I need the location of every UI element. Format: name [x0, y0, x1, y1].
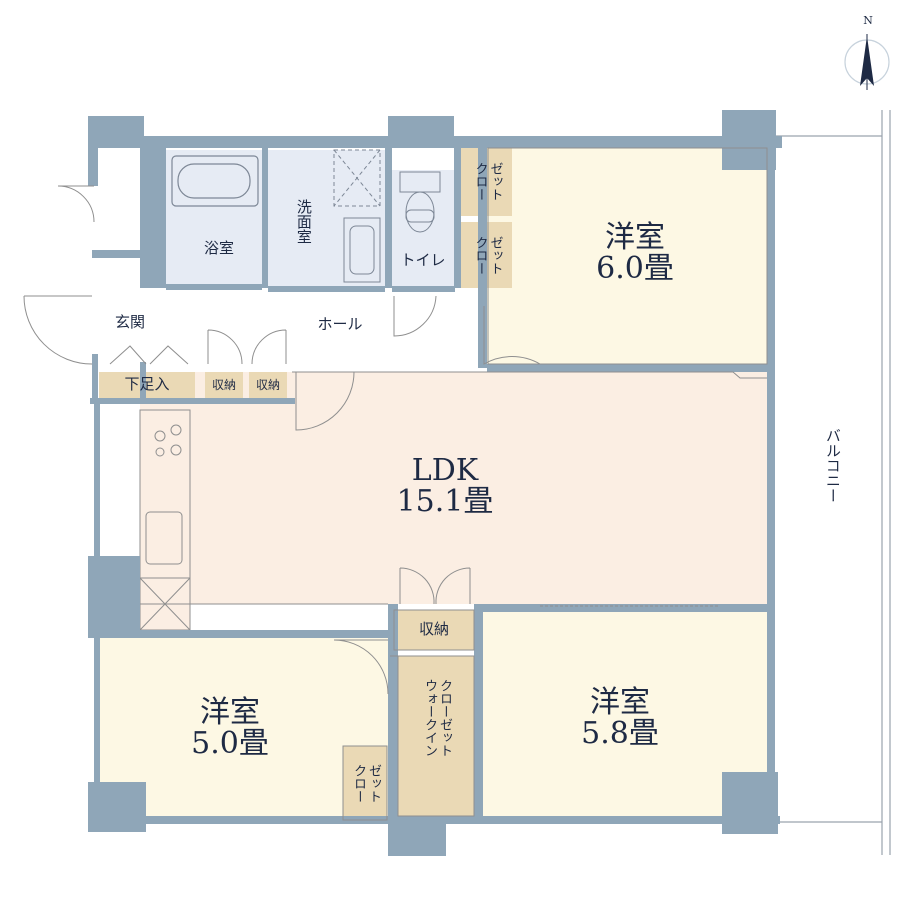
room-yoshitsu-se: 洋室 5.8畳 [545, 680, 695, 756]
closet-top-1-line2: クロー [472, 161, 488, 201]
room-hall: ホール [317, 315, 363, 334]
room-yoshitsu-sw-size: 5.0畳 [191, 726, 269, 761]
room-yoshitsu-se-name: 洋室 [590, 684, 650, 720]
storage-mid: 収納 [418, 620, 449, 639]
closet-top-1-line1: ゼット [487, 161, 503, 201]
room-toilet: トイレ [400, 251, 446, 270]
compass-north-label: N [863, 14, 873, 28]
room-yoshitsu-sw: 洋室 5.0畳 [155, 690, 305, 766]
washbasin-icon [333, 149, 381, 283]
closet-top-1: クロー ゼット [461, 148, 512, 214]
room-bath: 浴室 [203, 239, 234, 258]
floor-storage-mid [394, 610, 474, 650]
room-ldk-size: 15.1畳 [396, 484, 494, 519]
floor-closet-sw [343, 746, 387, 820]
bathtub-icon [171, 155, 259, 207]
toilet-fixture-icon [399, 171, 441, 233]
doors [23, 185, 720, 695]
walk-in-closet: ウォークイン クローゼット [398, 660, 474, 776]
walk-in-closet-line2: クローゼット [436, 679, 452, 757]
closet-sw-line1: クロー [351, 763, 366, 803]
walk-in-closet-line1: ウォークイン [422, 679, 437, 757]
floor-toilet [392, 170, 455, 286]
room-ldk: LDK 15.1畳 [360, 448, 530, 524]
floor-bath [166, 150, 262, 284]
floor-yoshitsu-ne [487, 148, 767, 368]
floor-yoshitsu-se [483, 612, 767, 820]
interior-lines [140, 147, 768, 821]
floor-walk-in-closet [398, 656, 474, 816]
closet-top-2-line2: クロー [472, 235, 488, 275]
closet-sw: クロー ゼット [343, 748, 387, 818]
balcony-area [770, 110, 891, 855]
room-entrance: 玄関 [114, 313, 145, 332]
closet-sw-line2: ゼット [365, 763, 381, 803]
room-yoshitsu-sw-name: 洋室 [200, 694, 260, 730]
closet-top-2-line1: ゼット [487, 235, 503, 275]
floor-storage-hall-2 [249, 372, 287, 398]
balcony-label: バルコニー [823, 427, 842, 503]
floor-storage-hall-1 [205, 372, 243, 398]
room-yoshitsu-ne-size: 6.0畳 [596, 251, 674, 286]
room-washroom: 洗面室 [294, 198, 313, 244]
closet-top-2: クロー ゼット [461, 222, 512, 288]
room-yoshitsu-se-size: 5.8畳 [581, 716, 659, 751]
storage-hall-1: 収納 [211, 377, 236, 392]
storage-hall-2: 収納 [255, 377, 280, 392]
room-ldk-name: LDK [411, 452, 479, 488]
walls [88, 110, 782, 856]
kitchen-counter [139, 409, 191, 633]
floor-shoe-storage [99, 372, 195, 398]
room-yoshitsu-ne: 洋室 6.0畳 [560, 215, 710, 291]
room-yoshitsu-ne-name: 洋室 [605, 219, 665, 255]
floor-ldk [140, 372, 767, 604]
shoe-storage: 下足入 [124, 375, 170, 394]
compass-icon [844, 34, 890, 90]
